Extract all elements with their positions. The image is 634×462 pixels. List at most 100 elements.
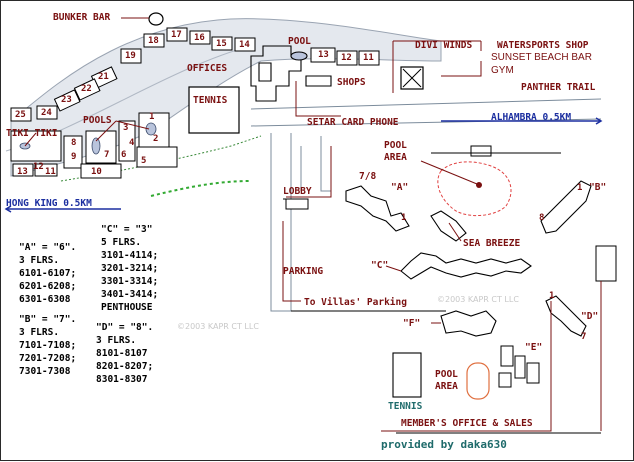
building-d[interactable] <box>545 295 587 337</box>
legend-c-rooms-2: 3201-3214; <box>101 263 159 274</box>
unit-number: 24 <box>41 108 52 118</box>
label-7-8: 7/8 <box>359 171 377 182</box>
offices-complex <box>250 45 332 102</box>
building-f[interactable] <box>440 310 497 337</box>
pool-low[interactable] <box>466 362 490 400</box>
unit-number: 10 <box>91 167 102 177</box>
pool-area-low-label-2: AREA <box>435 381 458 392</box>
unit-number: 12 <box>341 53 352 63</box>
villa-units-top <box>10 27 380 122</box>
members-office-label: MEMBER'S OFFICE & SALES <box>401 418 533 429</box>
unit-number: 23 <box>61 95 72 105</box>
unit-number: 16 <box>194 33 205 43</box>
unit-number: 5 <box>141 156 147 166</box>
pool-area-label: POOL <box>384 140 407 151</box>
legend-b-rooms-3: 7301-7308 <box>19 366 71 377</box>
unit-number: 2 <box>153 134 159 144</box>
legend-b-rooms-2: 7201-7208; <box>19 353 77 364</box>
unit-number: 13 <box>17 167 28 177</box>
pool-area-low-label: POOL <box>435 369 458 380</box>
legend-penthouse: PENTHOUSE <box>101 302 153 313</box>
building-b[interactable] <box>540 180 592 234</box>
tennis-low-label: TENNIS <box>388 401 423 412</box>
divi-winds-label: DIVI WINDS <box>415 40 473 51</box>
building-c-label: "C" <box>371 260 389 271</box>
unit-number: 9 <box>71 152 77 162</box>
sea-breeze-leader <box>448 222 462 242</box>
unit-number: 3 <box>123 123 129 133</box>
bunker-bar-marker[interactable] <box>148 12 164 26</box>
unit-number: 11 <box>363 53 374 63</box>
building-a[interactable] <box>345 185 410 232</box>
tennis-court-top[interactable] <box>188 86 240 134</box>
unit-number: 12 <box>33 162 44 172</box>
tennis-court-low[interactable] <box>392 352 422 398</box>
unit-number: 8 <box>71 138 77 148</box>
legend-c-rooms-4: 3401-3414; <box>101 289 159 300</box>
pool-area-label-2: AREA <box>384 152 407 163</box>
sea-breeze-label: SEA BREEZE <box>463 238 521 249</box>
legend-c-header: "C" = "3" <box>101 224 153 235</box>
unit-number: 14 <box>239 40 250 50</box>
divi-winds-cross <box>402 68 422 88</box>
unit-number-b: 1 <box>577 183 583 193</box>
unit-number: 7 <box>581 332 587 342</box>
building-e[interactable] <box>498 345 540 388</box>
alhambra-label: ALHAMBRA 0.5KM <box>491 112 572 123</box>
building-f-label: "F" <box>403 318 421 329</box>
road-network <box>250 98 602 312</box>
legend-b-rooms-1: 7101-7108; <box>19 340 77 351</box>
legend-d-header: "D" = "8". <box>96 322 154 333</box>
small-pools <box>19 122 157 155</box>
unit-number: 4 <box>129 138 135 148</box>
offices-label: OFFICES <box>187 63 228 74</box>
left-villa-complex <box>10 112 178 179</box>
gym-label: GYM <box>491 65 514 76</box>
hong-king-label: HONG KING 0.5KM <box>6 198 92 209</box>
tiki-tiki-label: TIKI TIKI <box>6 128 58 139</box>
small-building-right <box>595 245 617 282</box>
members-leader <box>381 301 552 432</box>
legend-a-header: "A" = "6". <box>19 242 77 253</box>
building-e-label: "E" <box>525 342 543 353</box>
unit-number: 21 <box>98 72 109 82</box>
pools-left-label: POOLS <box>83 115 112 126</box>
legend-a: "A" = "6". 3 FLRS. 6101-6107; 6201-6208;… <box>19 241 76 306</box>
unit-number: 17 <box>171 30 182 40</box>
to-villas-label: To Villas' Parking <box>304 297 407 308</box>
building-d-label: "D" <box>581 311 599 322</box>
bunker-bar-label: BUNKER BAR <box>53 12 111 23</box>
legend-b: "B" = "7". 3 FLRS. 7101-7108; 7201-7208;… <box>19 313 76 378</box>
watermark: ©2003 KAPR CT LLC <box>177 322 259 331</box>
legend-b-header: "B" = "7". <box>19 314 77 325</box>
provided-by-credit: provided by daka630 <box>381 438 507 451</box>
alhambra-arrow <box>595 117 603 125</box>
legend-d-floors: 3 FLRS. <box>96 335 137 346</box>
legend-a-floors: 3 FLRS. <box>19 255 60 266</box>
panther-trail-label: PANTHER TRAIL <box>521 82 596 93</box>
legend-d: "D" = "8". 3 FLRS. 8101-8107 8201-8207; … <box>96 321 153 386</box>
pool-structure <box>470 145 492 157</box>
legend-a-rooms-1: 6101-6107; <box>19 268 77 279</box>
sea-breeze-building[interactable] <box>430 210 467 242</box>
parking-bracket <box>282 221 301 302</box>
pool-top-label: POOL <box>288 36 311 47</box>
c-leader <box>385 265 402 272</box>
building-c[interactable] <box>400 252 532 280</box>
shops-label: SHOPS <box>337 77 366 88</box>
divi-border <box>392 40 482 93</box>
pool-area-boundary <box>437 161 512 217</box>
legend-a-rooms-3: 6301-6308 <box>19 294 71 305</box>
legend-d-rooms-2: 8201-8207; <box>96 361 154 372</box>
legend-d-rooms-1: 8101-8107 <box>96 348 148 359</box>
hong-king-arrow <box>4 205 12 213</box>
unit-number: 25 <box>15 110 26 120</box>
legend-d-rooms-3: 8301-8307 <box>96 374 148 385</box>
beach-dots <box>150 180 252 197</box>
legend-b-floors: 3 FLRS. <box>19 327 60 338</box>
watermark: ©2003 KAPR CT LLC <box>437 295 519 304</box>
divi-winds-building[interactable] <box>400 66 424 90</box>
pool-area-dot[interactable] <box>476 182 482 188</box>
